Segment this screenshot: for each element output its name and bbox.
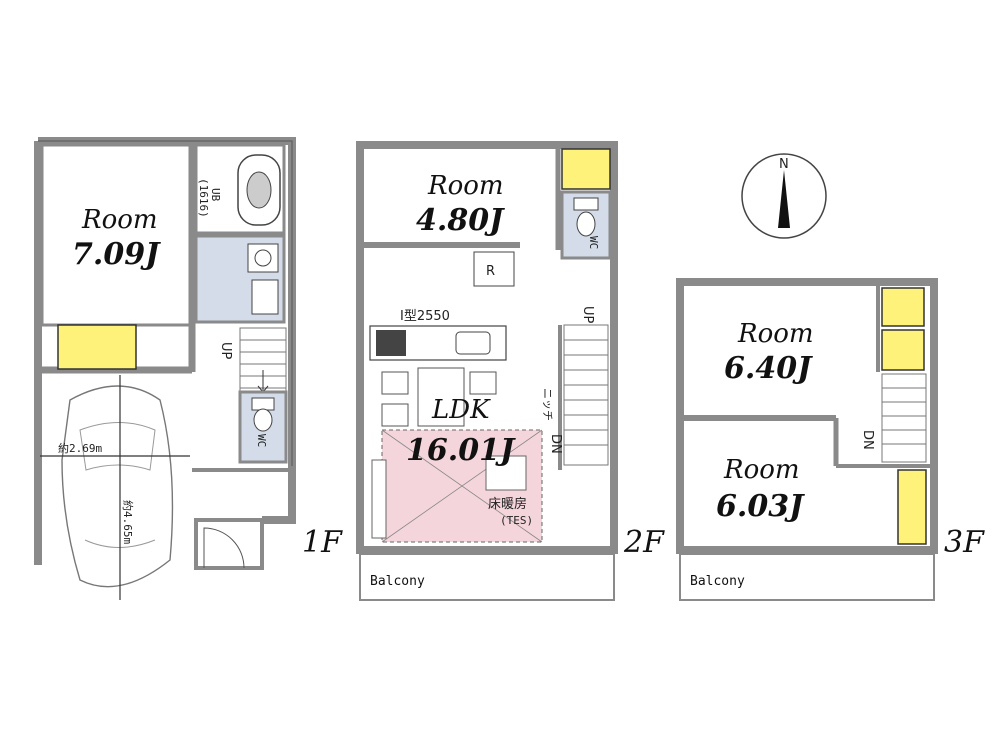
wc-label-2f: WC — [587, 236, 600, 249]
balcony-label-2f: Balcony — [370, 574, 425, 589]
ldk-title: LDK — [431, 395, 491, 425]
compass: N — [741, 153, 827, 239]
room-7-09-size: 7.09J — [72, 237, 161, 272]
compass-north-label: N — [779, 157, 789, 172]
floor-label-1f: 1F — [302, 525, 343, 560]
floor-heating-label: 床暖房 — [488, 496, 527, 512]
ub-label: UB — [209, 188, 222, 202]
closet-3f-b — [881, 329, 925, 371]
room-6-03-title: Room — [723, 455, 800, 485]
floor-heating-sub: (TES) — [500, 514, 533, 527]
floor-label-3f: 3F — [944, 525, 985, 560]
ub-size: (1616) — [197, 178, 210, 218]
storage-closet — [57, 324, 137, 370]
room-7-09-area — [40, 143, 192, 327]
fridge-label: R — [486, 264, 495, 279]
stairs-1f — [239, 327, 287, 401]
stair-up-label-2f: UP — [580, 306, 595, 324]
balcony-3f — [679, 553, 935, 601]
closet-3f-a — [881, 287, 925, 327]
room-4-80-title: Room — [427, 171, 504, 201]
stairs-2f — [558, 324, 609, 470]
room-6-03-size: 6.03J — [716, 489, 805, 524]
kitchen-label: I型2550 — [400, 309, 450, 324]
storage-2f — [561, 148, 611, 190]
parking-length-label: 約4.65m — [121, 500, 135, 544]
dining-table — [417, 367, 465, 427]
stair-down-label-2f: DN — [548, 434, 563, 454]
parking-width-label: 約2.69m — [58, 441, 102, 455]
floor-2f: WC R I型2550 UP — [356, 141, 665, 601]
room-6-40-title: Room — [737, 319, 814, 349]
room-7-09-title: Room — [81, 205, 158, 235]
entrance — [194, 518, 264, 570]
north-arrow-icon — [778, 170, 790, 228]
stair-up-label: UP — [218, 342, 233, 360]
room-4-80-size: 4.80J — [416, 203, 505, 238]
floor-1f: UB (1616) UP WC — [34, 137, 343, 600]
ldk-size: 16.01J — [406, 433, 516, 468]
fridge — [473, 251, 515, 287]
wc-label-1f: WC — [255, 434, 268, 447]
floor-label-2f: 2F — [623, 525, 665, 560]
parking-car — [40, 375, 190, 600]
balcony-2f — [359, 553, 615, 601]
stairs-3f — [881, 373, 927, 463]
floor-3f: DN Room 6.40J Room 6.03J Balcony 3F — [676, 278, 985, 601]
stair-down-label-3f: DN — [860, 430, 875, 450]
niche-label: ニッチ — [541, 388, 554, 421]
balcony-label-3f: Balcony — [690, 574, 745, 589]
closet-3f-c — [897, 469, 927, 545]
room-6-40-size: 6.40J — [724, 351, 813, 386]
